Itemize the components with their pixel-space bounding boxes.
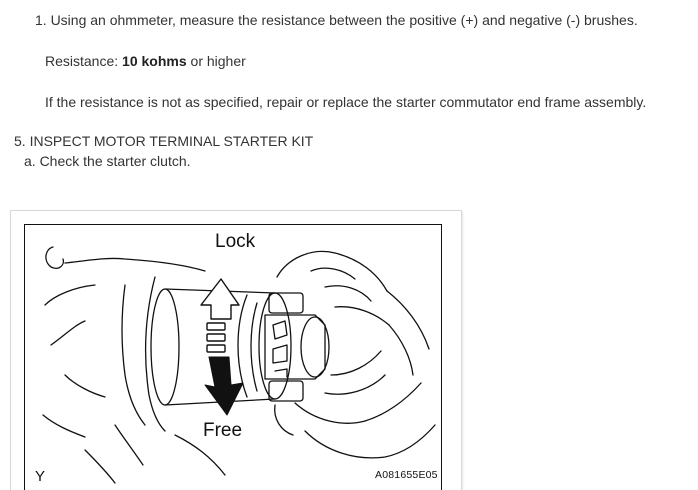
- lock-direction-arrow: [200, 278, 240, 320]
- step-1-instruction: 1. Using an ohmmeter, measure the resist…: [35, 12, 638, 28]
- free-label: Free: [203, 420, 243, 441]
- clutch-drum-left-end: [150, 288, 180, 406]
- clutch-drum-right-end: [258, 292, 292, 400]
- resistance-label: Resistance:: [45, 53, 123, 69]
- rotation-marks: [206, 322, 226, 353]
- lock-label: Lock: [215, 231, 256, 252]
- section-5-substep-a: a. Check the starter clutch.: [24, 153, 191, 169]
- resistance-value: 10 kohms: [122, 53, 187, 69]
- housing-body-curve: [121, 284, 146, 426]
- housing-top-line: [64, 257, 206, 272]
- y-label: Y: [35, 468, 46, 485]
- section-5-heading: 5. INSPECT MOTOR TERMINAL STARTER KIT: [14, 133, 314, 149]
- hand-top-outline: [276, 250, 388, 292]
- free-direction-arrow: [204, 356, 244, 416]
- figure-code: A081655E05: [375, 469, 438, 481]
- housing-hook-line: [45, 246, 65, 269]
- starter-clutch-drawing: [42, 246, 436, 484]
- resistance-spec: Resistance: 10 kohms or higher: [45, 52, 246, 70]
- starter-clutch-illustration: Lock Free Y A081655E05: [24, 224, 442, 490]
- resistance-suffix: or higher: [186, 53, 246, 69]
- if-not-specified-note: If the resistance is not as specified, r…: [45, 94, 647, 110]
